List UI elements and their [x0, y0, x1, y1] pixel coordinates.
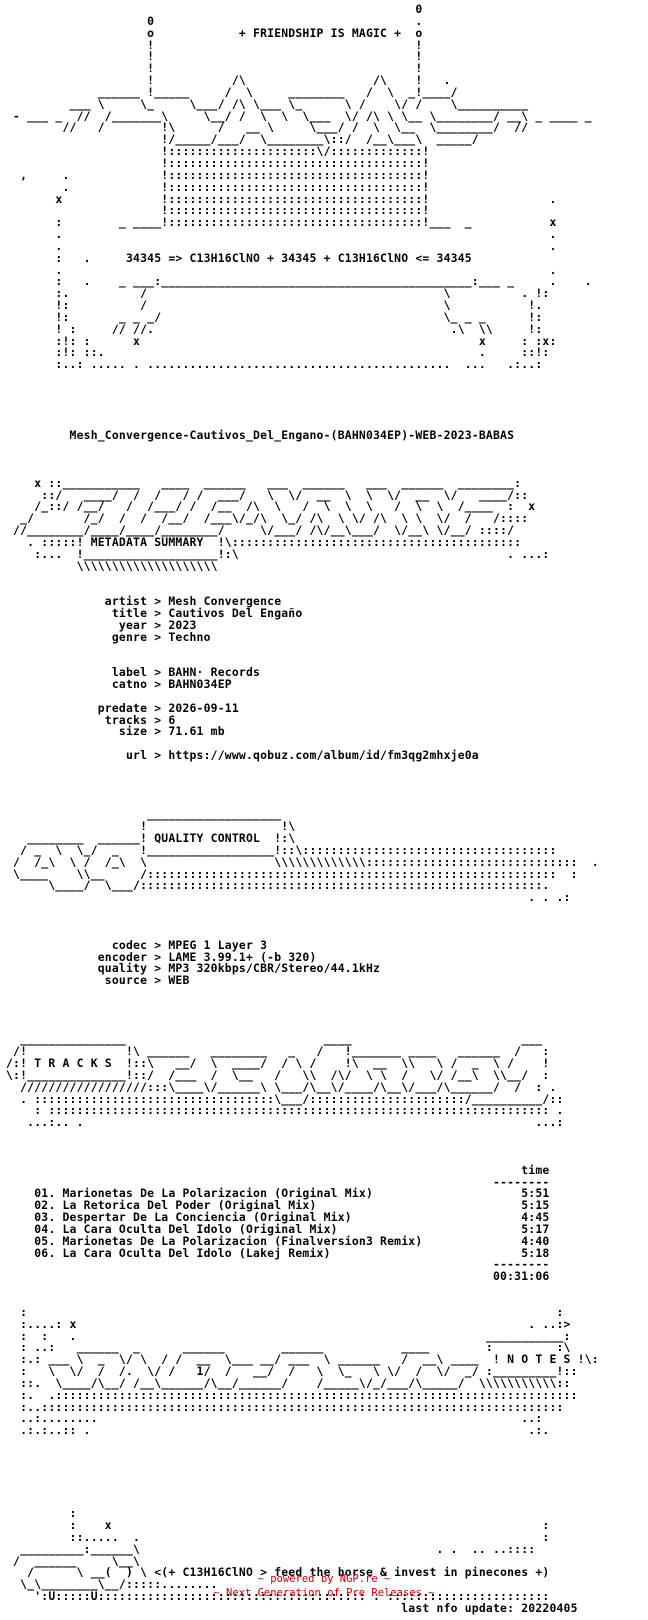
nfo-ascii-art: 0 0 . o + FRIENDSHIP IS MAGIC + o ! !: [6, 2, 599, 1615]
footer-tagline: ~ Next Generation of Pre Releases ~: [213, 1587, 435, 1599]
footer: ~ powered by NGP.re ~ ~ Next Generation …: [0, 1572, 648, 1600]
footer-powered-by: ~ powered by NGP.re ~: [257, 1573, 391, 1585]
